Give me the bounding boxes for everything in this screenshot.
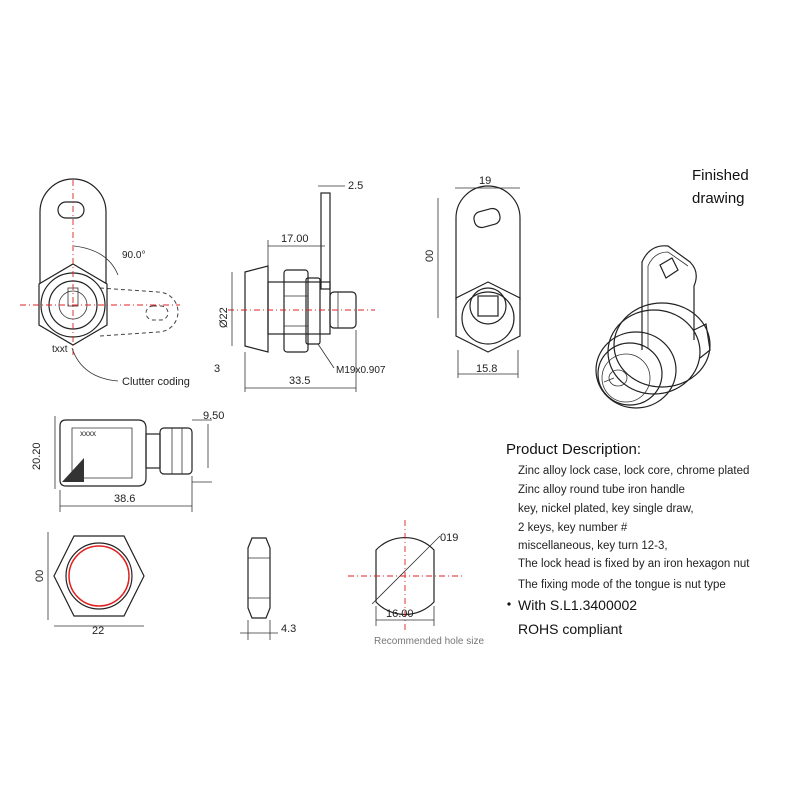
bullet-icon [507, 602, 511, 606]
render-tongue-edge [647, 251, 689, 348]
dim-nut-height: 00 [34, 570, 46, 582]
dim-tongue-thickness: 2.5 [348, 180, 363, 192]
dim-nut-thickness: 4.3 [281, 623, 296, 635]
side-tongue [320, 192, 331, 290]
nut-hexagon [53, 535, 145, 617]
side-tail [329, 291, 357, 329]
description-line-1: Zinc alloy lock case, lock core, chrome … [518, 465, 749, 477]
description-title: Product Description: [506, 441, 641, 458]
dim-nut-width: 22 [92, 625, 104, 637]
nut-thread [68, 545, 130, 607]
dim-hole-width: 16.00 [386, 608, 414, 620]
key-shaft [159, 427, 193, 475]
key-bow-inner [71, 427, 133, 479]
back-tail-outer [469, 287, 507, 325]
thread-leader [317, 343, 335, 369]
product-description: Product Description: Zinc alloy lock cas… [506, 441, 750, 637]
dim-back-height: 00 [424, 250, 436, 262]
render-head-outer [595, 331, 677, 409]
dim-small: 3 [214, 363, 220, 375]
nut-front-view: 00 22 [34, 532, 145, 637]
dim-width-bottom: 15.8 [476, 363, 497, 375]
dim-hole-diameter: 019 [440, 532, 458, 544]
render-key-notch [603, 377, 615, 383]
dim-diameter: Ø22 [218, 307, 230, 328]
key-bow-text: xxxx [80, 429, 96, 438]
description-line-8: With S.L1.3400002 [518, 597, 637, 613]
back-view: 19 00 15.8 [424, 175, 521, 378]
dim-length-top: 17.00 [281, 233, 309, 245]
finished-label-line1: Finished [692, 167, 749, 184]
back-body [461, 291, 515, 345]
dim-key-height: 20.20 [31, 442, 43, 470]
finished-label-line2: drawing [692, 190, 745, 207]
render-head-ring [597, 342, 663, 406]
side-nut-1 [283, 269, 309, 353]
nut-bore-outer [65, 542, 133, 610]
back-hex-nut [455, 281, 521, 353]
description-line-4: 2 keys, key number # [518, 522, 628, 534]
description-line-3: key, nickel plated, key single draw, [518, 503, 694, 515]
description-line-6: The lock head is fixed by an iron hexago… [518, 558, 750, 570]
render-nut-back [613, 302, 711, 388]
side-lock-head [244, 265, 269, 353]
hole-view: 019 16.00 Recommended hole size [348, 520, 484, 647]
render-tongue [641, 245, 697, 350]
render-nut-front [607, 309, 701, 395]
key-triangle-mark [62, 458, 84, 482]
hole-caption: Recommended hole size [374, 636, 484, 647]
hole-diameter-line [371, 545, 431, 605]
key-neck [145, 433, 161, 469]
back-tongue [455, 185, 521, 300]
render-tongue-slot [659, 257, 679, 279]
description-line-5: miscellaneous, key turn 12-3, [518, 540, 668, 552]
description-line-2: Zinc alloy round tube iron handle [518, 484, 685, 496]
dim-key-width: 9.50 [203, 410, 224, 422]
front-key-text: txxt [52, 344, 68, 355]
hole-outline [375, 537, 435, 615]
front-tongue [39, 178, 107, 283]
back-tongue-slot [473, 207, 501, 229]
key-bow [59, 419, 147, 487]
dim-length-total: 33.5 [289, 375, 310, 387]
side-view: 2.5 17.00 Ø22 3 M19x0.907 33.5 [214, 180, 386, 392]
description-line-7: The fixing mode of the tongue is nut typ… [518, 579, 726, 591]
hole-diameter-leader [429, 535, 441, 547]
lock-3d-illustration [595, 245, 711, 409]
back-tail-square [477, 295, 499, 317]
dim-width-top: 19 [479, 175, 491, 187]
clutter-leader [71, 347, 119, 382]
render-keyhole [608, 369, 628, 387]
description-line-9: ROHS compliant [518, 621, 622, 637]
front-view: 90.0° txxt Clutter coding [20, 178, 190, 388]
angle-label: 90.0° [122, 250, 145, 261]
front-tongue-slot [57, 201, 85, 219]
angle-arc [73, 245, 119, 276]
side-nut-2 [305, 277, 321, 345]
render-core [601, 353, 651, 403]
nut-side-profile [247, 537, 271, 619]
nut-side-view: 4.3 [240, 537, 296, 640]
dim-key-length: 38.6 [114, 493, 135, 505]
render-tail [693, 323, 711, 359]
dim-thread: M19x0.907 [336, 365, 386, 376]
key-view: 20.20 xxxx 9.50 38.6 [31, 410, 224, 512]
clutter-coding-label: Clutter coding [122, 376, 190, 388]
front-tongue-rotated-slot [145, 305, 169, 321]
front-tongue-rotated [99, 287, 179, 337]
